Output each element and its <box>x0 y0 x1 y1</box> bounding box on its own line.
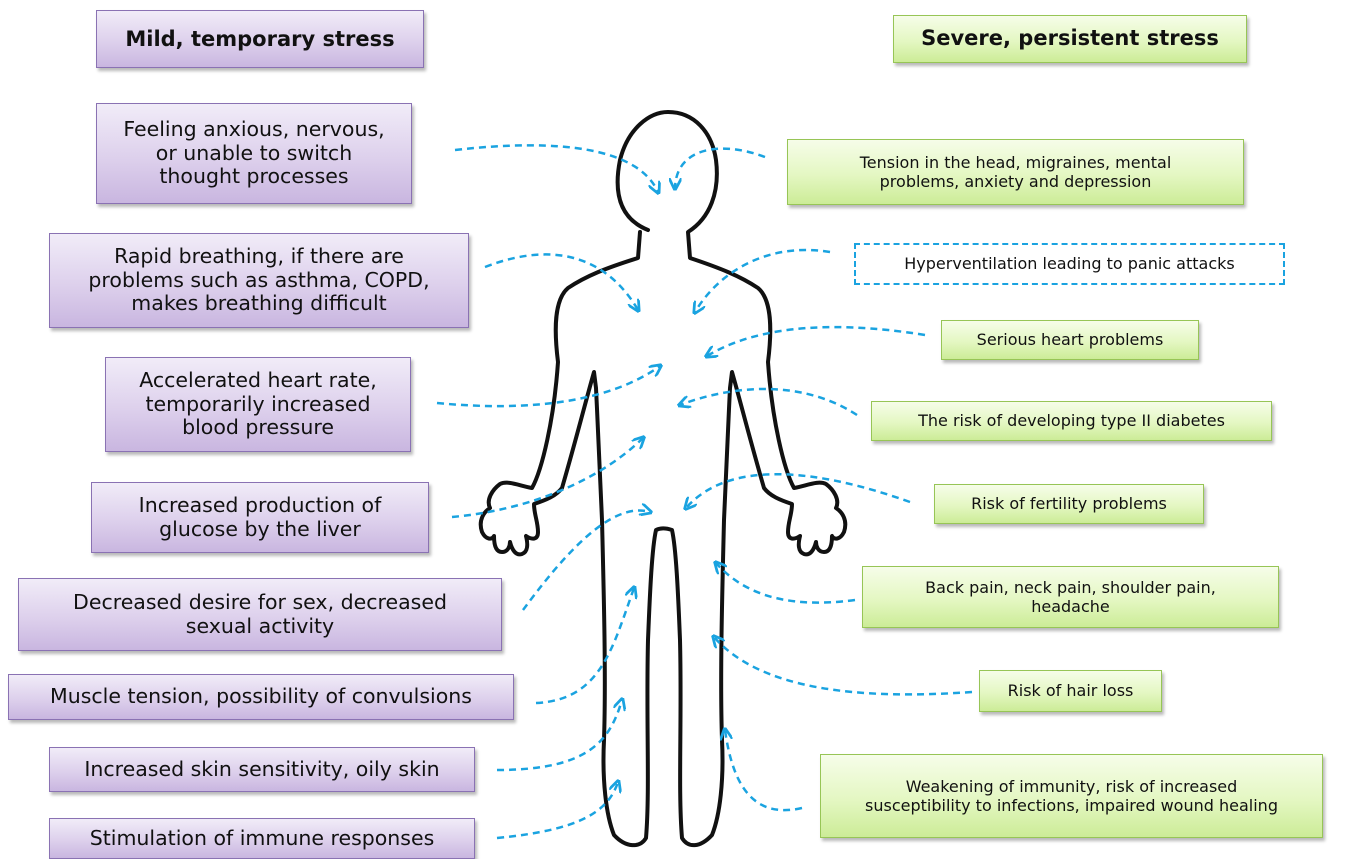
human-body-outline <box>481 112 846 845</box>
arrow-right-4 <box>680 389 857 415</box>
right-item-head-tension: Tension in the head, migraines, mental p… <box>787 139 1244 205</box>
arrow-right-5 <box>686 474 910 508</box>
severe-stress-header: Severe, persistent stress <box>893 15 1247 63</box>
right-item-fertility-risk: Risk of fertility problems <box>934 484 1204 524</box>
arrow-right-3 <box>707 327 925 356</box>
arrow-right-7 <box>714 637 972 694</box>
arrow-left-3 <box>437 366 660 406</box>
right-item-diabetes-risk: The risk of developing type II diabetes <box>871 401 1272 441</box>
right-item-hyperventilation: Hyperventilation leading to panic attack… <box>854 243 1285 285</box>
right-item-immunity-weakening: Weakening of immunity, risk of increased… <box>820 754 1323 838</box>
left-item-skin-sensitivity: Increased skin sensitivity, oily skin <box>49 747 475 792</box>
arrow-right-2 <box>695 250 830 312</box>
arrow-right-6 <box>716 563 855 603</box>
arrow-left-8 <box>497 782 618 838</box>
left-item-immune-responses: Stimulation of immune responses <box>49 818 475 859</box>
arrow-right-8 <box>725 730 802 810</box>
left-arrows <box>437 145 660 838</box>
right-item-back-pain: Back pain, neck pain, shoulder pain, hea… <box>862 566 1279 628</box>
left-item-glucose: Increased production of glucose by the l… <box>91 482 429 553</box>
left-item-heart-rate: Accelerated heart rate, temporarily incr… <box>105 357 411 452</box>
arrow-left-4 <box>452 438 643 517</box>
arrow-left-5 <box>523 510 650 610</box>
left-item-muscle-tension: Muscle tension, possibility of convulsio… <box>8 674 514 720</box>
arrow-left-6 <box>536 588 634 703</box>
mild-stress-header: Mild, temporary stress <box>96 10 424 68</box>
left-item-rapid-breathing: Rapid breathing, if there are problems s… <box>49 233 469 328</box>
arrow-right-1 <box>675 149 765 188</box>
right-item-heart-problems: Serious heart problems <box>941 320 1199 360</box>
left-item-anxiety: Feeling anxious, nervous, or unable to s… <box>96 103 412 204</box>
left-item-sex-desire: Decreased desire for sex, decreased sexu… <box>18 578 502 651</box>
arrow-left-1 <box>455 145 658 192</box>
right-item-hair-loss: Risk of hair loss <box>979 670 1162 712</box>
